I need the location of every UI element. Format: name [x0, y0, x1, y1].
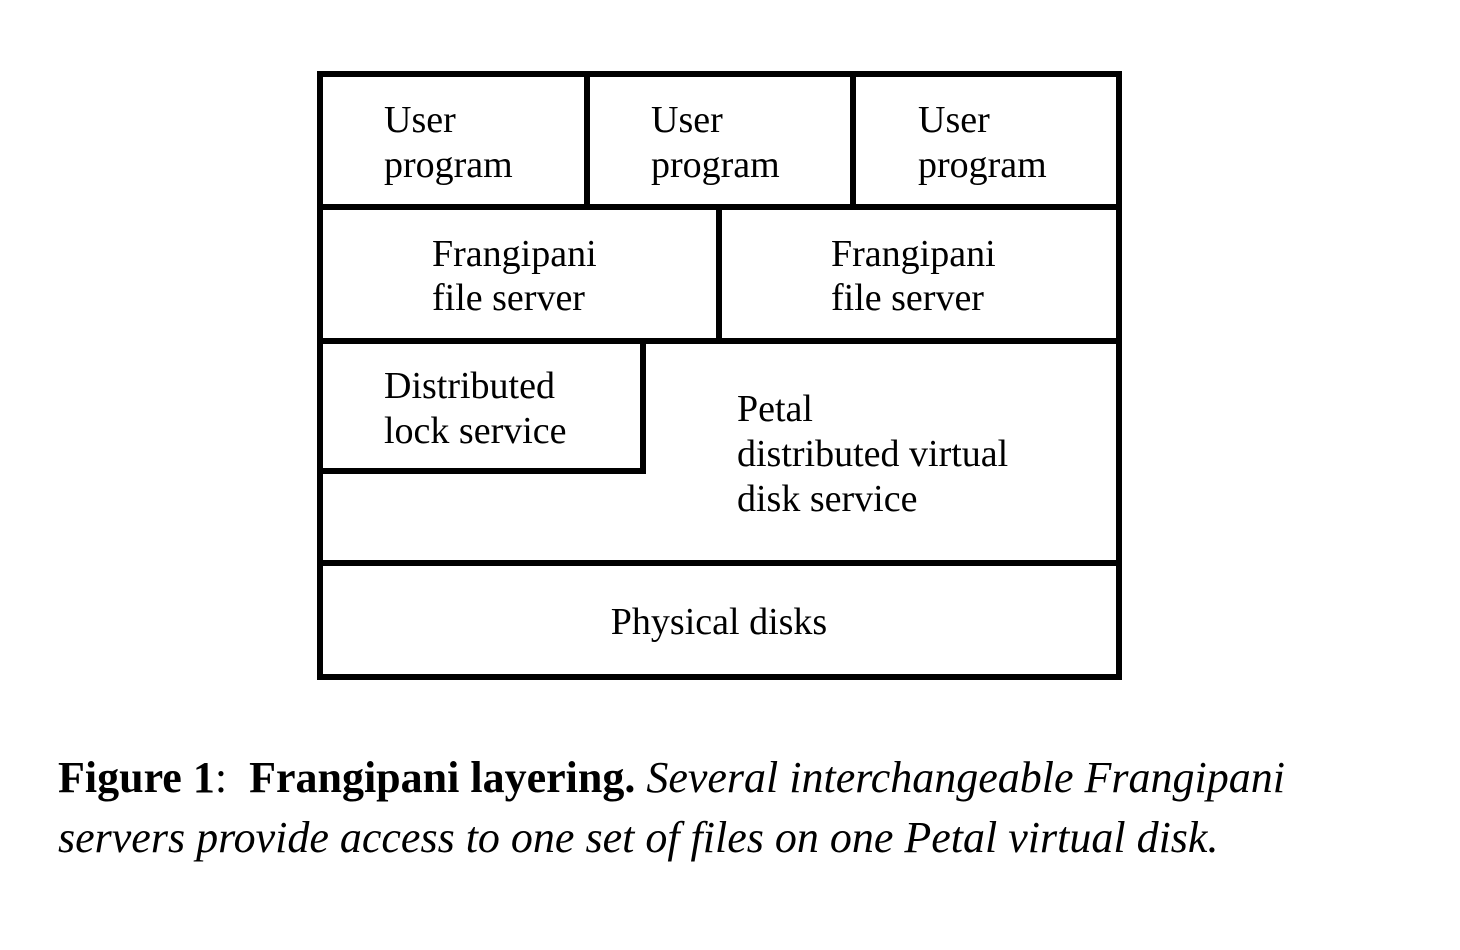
user-program-label-line1: User	[384, 99, 456, 141]
figure-label: Figure 1	[58, 753, 215, 802]
outer-box	[317, 71, 1122, 680]
petal-label-line2: distributed virtual	[737, 433, 1008, 475]
user-program-box: User program	[651, 99, 780, 186]
file-server-box: Frangipani file server	[432, 233, 597, 319]
petal-label-line3: disk service	[737, 478, 917, 520]
file-server-box: Frangipani file server	[831, 233, 996, 319]
user-program-label-line2: program	[651, 144, 780, 186]
caption-separator: :	[214, 753, 228, 802]
figure-caption: Figure 1: Frangipani layering. Several i…	[58, 748, 1398, 868]
figure-title: Frangipani layering.	[249, 753, 636, 802]
file-server-label-line1: Frangipani	[831, 233, 996, 275]
lock-service-label-line2: lock service	[384, 410, 567, 452]
lock-service-label-line1: Distributed	[384, 365, 555, 407]
file-server-label-line2: file server	[831, 277, 984, 319]
physical-disks-label: Physical disks	[611, 601, 827, 643]
user-program-box: User program	[918, 99, 1047, 186]
user-program-box: User program	[384, 99, 513, 186]
figure-description: Several interchangeable Frangi­pani serv…	[58, 753, 1285, 862]
user-program-label-line1: User	[651, 99, 723, 141]
user-program-label-line1: User	[918, 99, 990, 141]
lock-service-box	[320, 341, 646, 474]
diagram-frame	[317, 71, 1122, 680]
lock-service-label: Distributed lock service	[384, 365, 567, 452]
petal-label-line1: Petal	[737, 388, 813, 430]
user-program-label-line2: program	[384, 144, 513, 186]
layering-diagram: User program User program User program F…	[317, 71, 1122, 680]
file-server-label-line1: Frangipani	[432, 233, 597, 275]
user-program-label-line2: program	[918, 144, 1047, 186]
file-server-label-line2: file server	[432, 277, 585, 319]
petal-label: Petal distributed virtual disk service	[737, 388, 1008, 520]
